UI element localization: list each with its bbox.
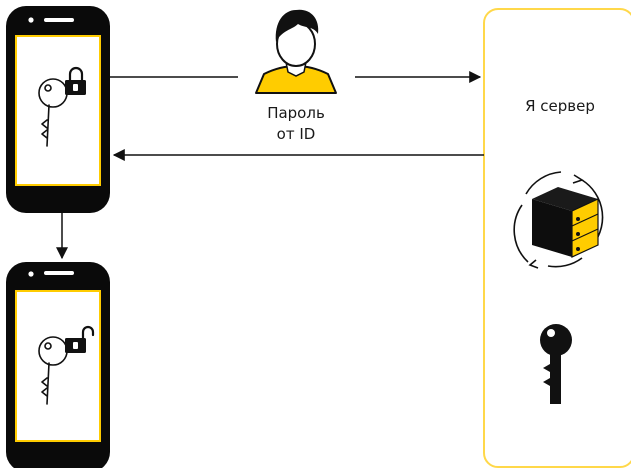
- server-sync-icon: [513, 171, 604, 269]
- password-label-line1: Пароль: [267, 104, 325, 122]
- phone-top: [6, 6, 110, 213]
- phone-bottom: [6, 262, 110, 468]
- user-icon: [255, 9, 337, 94]
- password-label-line2: от ID: [276, 125, 316, 143]
- unlocked-key-icon: [38, 325, 95, 405]
- server-key-icon: [540, 324, 572, 404]
- server-label: Я сервер: [525, 97, 595, 115]
- locked-key-icon: [38, 66, 86, 147]
